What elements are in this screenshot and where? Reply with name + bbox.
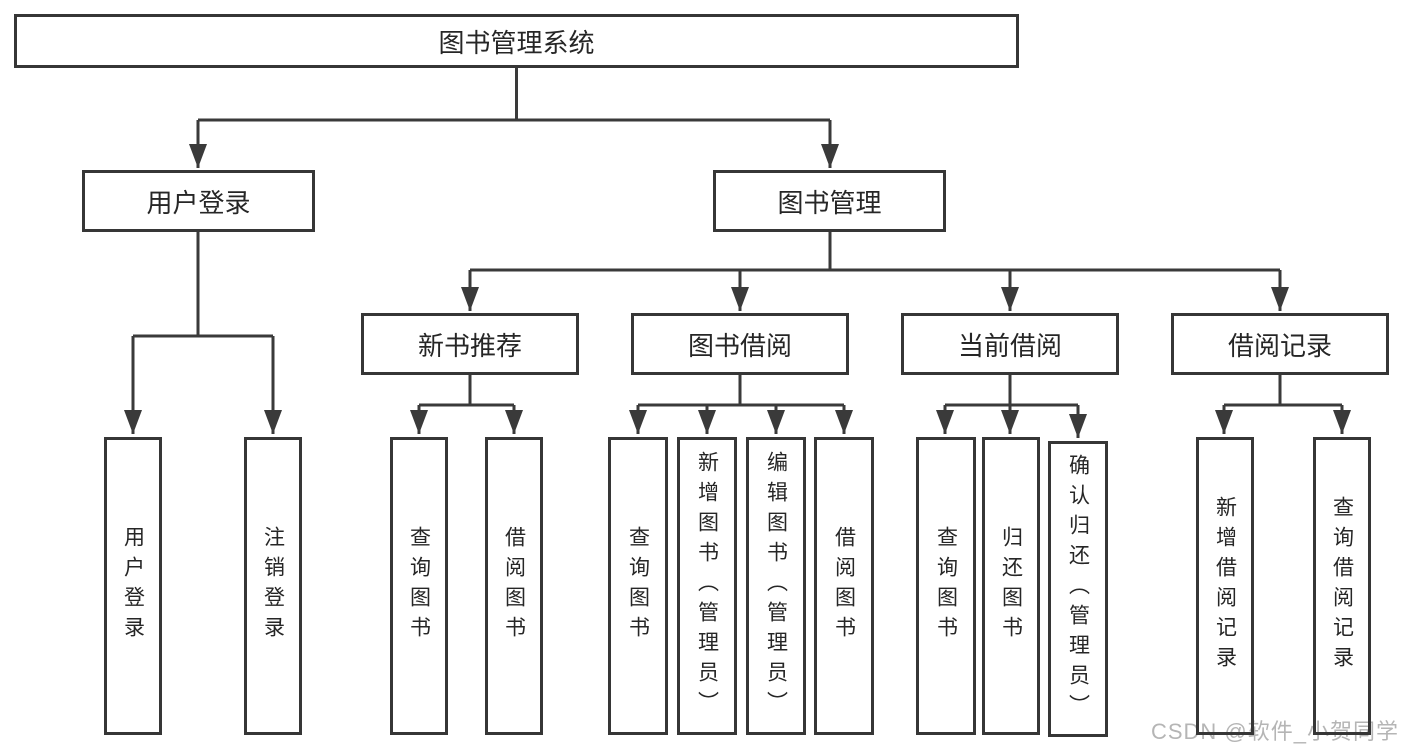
leaf-query-books-recommend-label: 查询图书 <box>407 526 431 646</box>
leaf-borrow-books: 借阅图书 <box>814 437 874 735</box>
leaf-query-books-recommend: 查询图书 <box>390 437 448 735</box>
leaf-return-book-label: 归还图书 <box>999 526 1023 646</box>
leaf-borrow-books-recommend: 借阅图书 <box>485 437 543 735</box>
leaf-query-books-current: 查询图书 <box>916 437 976 735</box>
node-book-management: 图书管理 <box>713 170 946 232</box>
node-root: 图书管理系统 <box>14 14 1019 68</box>
leaf-confirm-return-admin: 确认归还（管理员） <box>1048 441 1108 737</box>
leaf-borrow-books-label: 借阅图书 <box>832 526 856 646</box>
leaf-add-book-admin-label: 新增图书（管理员） <box>695 451 719 721</box>
leaf-query-books-borrow: 查询图书 <box>608 437 668 735</box>
connector-user-login-bar <box>133 232 273 338</box>
node-user-login: 用户登录 <box>82 170 315 232</box>
connector-borrow-record-bar <box>1224 375 1342 407</box>
leaf-query-borrow-record: 查询借阅记录 <box>1313 437 1371 735</box>
leaf-edit-book-admin-label: 编辑图书（管理员） <box>764 451 788 721</box>
leaf-user-login: 用户登录 <box>104 437 162 735</box>
connector-current-borrow-bar <box>945 375 1078 407</box>
leaf-confirm-return-admin-label: 确认归还（管理员） <box>1066 454 1090 724</box>
connector-new-book-bar <box>419 375 514 407</box>
leaf-query-books-borrow-label: 查询图书 <box>626 526 650 646</box>
leaf-return-book: 归还图书 <box>982 437 1040 735</box>
connector-root-bar <box>198 68 830 122</box>
leaf-add-borrow-record-label: 新增借阅记录 <box>1213 496 1237 676</box>
leaf-add-borrow-record: 新增借阅记录 <box>1196 437 1254 735</box>
leaf-logout: 注销登录 <box>244 437 302 735</box>
leaf-query-borrow-record-label: 查询借阅记录 <box>1330 496 1354 676</box>
node-new-book-recommend: 新书推荐 <box>361 313 579 375</box>
leaf-add-book-admin: 新增图书（管理员） <box>677 437 737 735</box>
connector-book-mgmt-bar <box>470 232 1280 272</box>
leaf-borrow-books-recommend-label: 借阅图书 <box>502 526 526 646</box>
node-book-borrow: 图书借阅 <box>631 313 849 375</box>
csdn-watermark: CSDN @软件_小贺同学 <box>1150 719 1399 744</box>
leaf-logout-label: 注销登录 <box>261 526 285 646</box>
connector-book-borrow-bar <box>638 375 844 407</box>
leaf-query-books-current-label: 查询图书 <box>934 526 958 646</box>
node-borrow-record: 借阅记录 <box>1171 313 1389 375</box>
node-current-borrow: 当前借阅 <box>901 313 1119 375</box>
leaf-user-login-label: 用户登录 <box>121 526 145 646</box>
leaf-edit-book-admin: 编辑图书（管理员） <box>746 437 806 735</box>
